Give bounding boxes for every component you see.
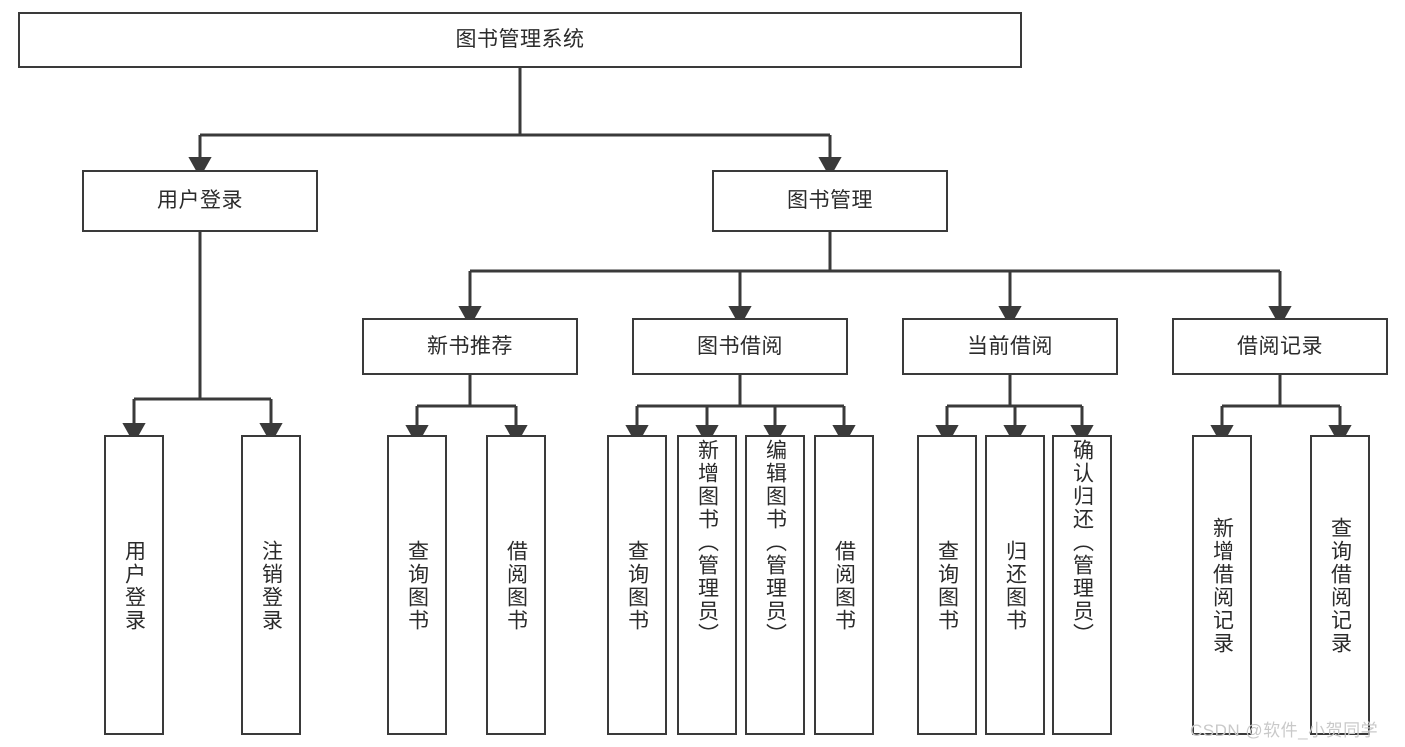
node-leaf-borrow-book-2[interactable]: 借阅图书 — [814, 435, 874, 735]
node-label-leaf-edit-book: 编辑图书（管理员） — [763, 439, 787, 646]
node-leaf-return-book[interactable]: 归还图书 — [985, 435, 1045, 735]
node-label-leaf-query-book-2: 查询图书 — [625, 540, 649, 632]
node-leaf-add-book[interactable]: 新增图书（管理员） — [677, 435, 737, 735]
node-leaf-query-book-1[interactable]: 查询图书 — [387, 435, 447, 735]
csdn-watermark: CSDN @软件_小贺同学 — [1190, 721, 1379, 740]
node-leaf-add-record[interactable]: 新增借阅记录 — [1192, 435, 1252, 735]
node-leaf-query-book-3[interactable]: 查询图书 — [917, 435, 977, 735]
node-label-user-login: 用户登录 — [157, 189, 243, 213]
node-leaf-user-logout[interactable]: 注销登录 — [241, 435, 301, 735]
node-label-borrow-records: 借阅记录 — [1237, 334, 1323, 358]
node-leaf-query-record[interactable]: 查询借阅记录 — [1310, 435, 1370, 735]
node-label-leaf-borrow-book-2: 借阅图书 — [832, 540, 856, 632]
node-label-root: 图书管理系统 — [455, 28, 585, 52]
node-label-leaf-user-logout: 注销登录 — [259, 540, 283, 632]
node-leaf-borrow-book-1[interactable]: 借阅图书 — [486, 435, 546, 735]
node-book-management[interactable]: 图书管理 — [712, 170, 948, 232]
node-leaf-query-book-2[interactable]: 查询图书 — [607, 435, 667, 735]
node-label-leaf-confirm-return: 确认归还（管理员） — [1070, 439, 1094, 646]
node-label-leaf-user-login: 用户登录 — [122, 540, 146, 632]
node-label-leaf-query-record: 查询借阅记录 — [1328, 517, 1352, 655]
node-label-current-borrow: 当前借阅 — [967, 334, 1053, 358]
node-label-leaf-borrow-book-1: 借阅图书 — [504, 540, 528, 632]
node-label-new-book-recommend: 新书推荐 — [427, 334, 513, 358]
node-label-leaf-add-record: 新增借阅记录 — [1210, 517, 1234, 655]
node-label-leaf-query-book-3: 查询图书 — [935, 540, 959, 632]
node-leaf-user-login[interactable]: 用户登录 — [104, 435, 164, 735]
node-label-book-borrow: 图书借阅 — [697, 334, 783, 358]
node-label-leaf-return-book: 归还图书 — [1003, 540, 1027, 632]
node-leaf-confirm-return[interactable]: 确认归还（管理员） — [1052, 435, 1112, 735]
node-leaf-edit-book[interactable]: 编辑图书（管理员） — [745, 435, 805, 735]
node-book-borrow[interactable]: 图书借阅 — [632, 318, 848, 375]
node-label-book-management: 图书管理 — [787, 189, 873, 213]
node-new-book-recommend[interactable]: 新书推荐 — [362, 318, 578, 375]
node-root-system[interactable]: 图书管理系统 — [18, 12, 1022, 68]
node-borrow-records[interactable]: 借阅记录 — [1172, 318, 1388, 375]
node-label-leaf-query-book-1: 查询图书 — [405, 540, 429, 632]
node-current-borrow[interactable]: 当前借阅 — [902, 318, 1118, 375]
node-label-leaf-add-book: 新增图书（管理员） — [695, 439, 719, 646]
node-user-login[interactable]: 用户登录 — [82, 170, 318, 232]
